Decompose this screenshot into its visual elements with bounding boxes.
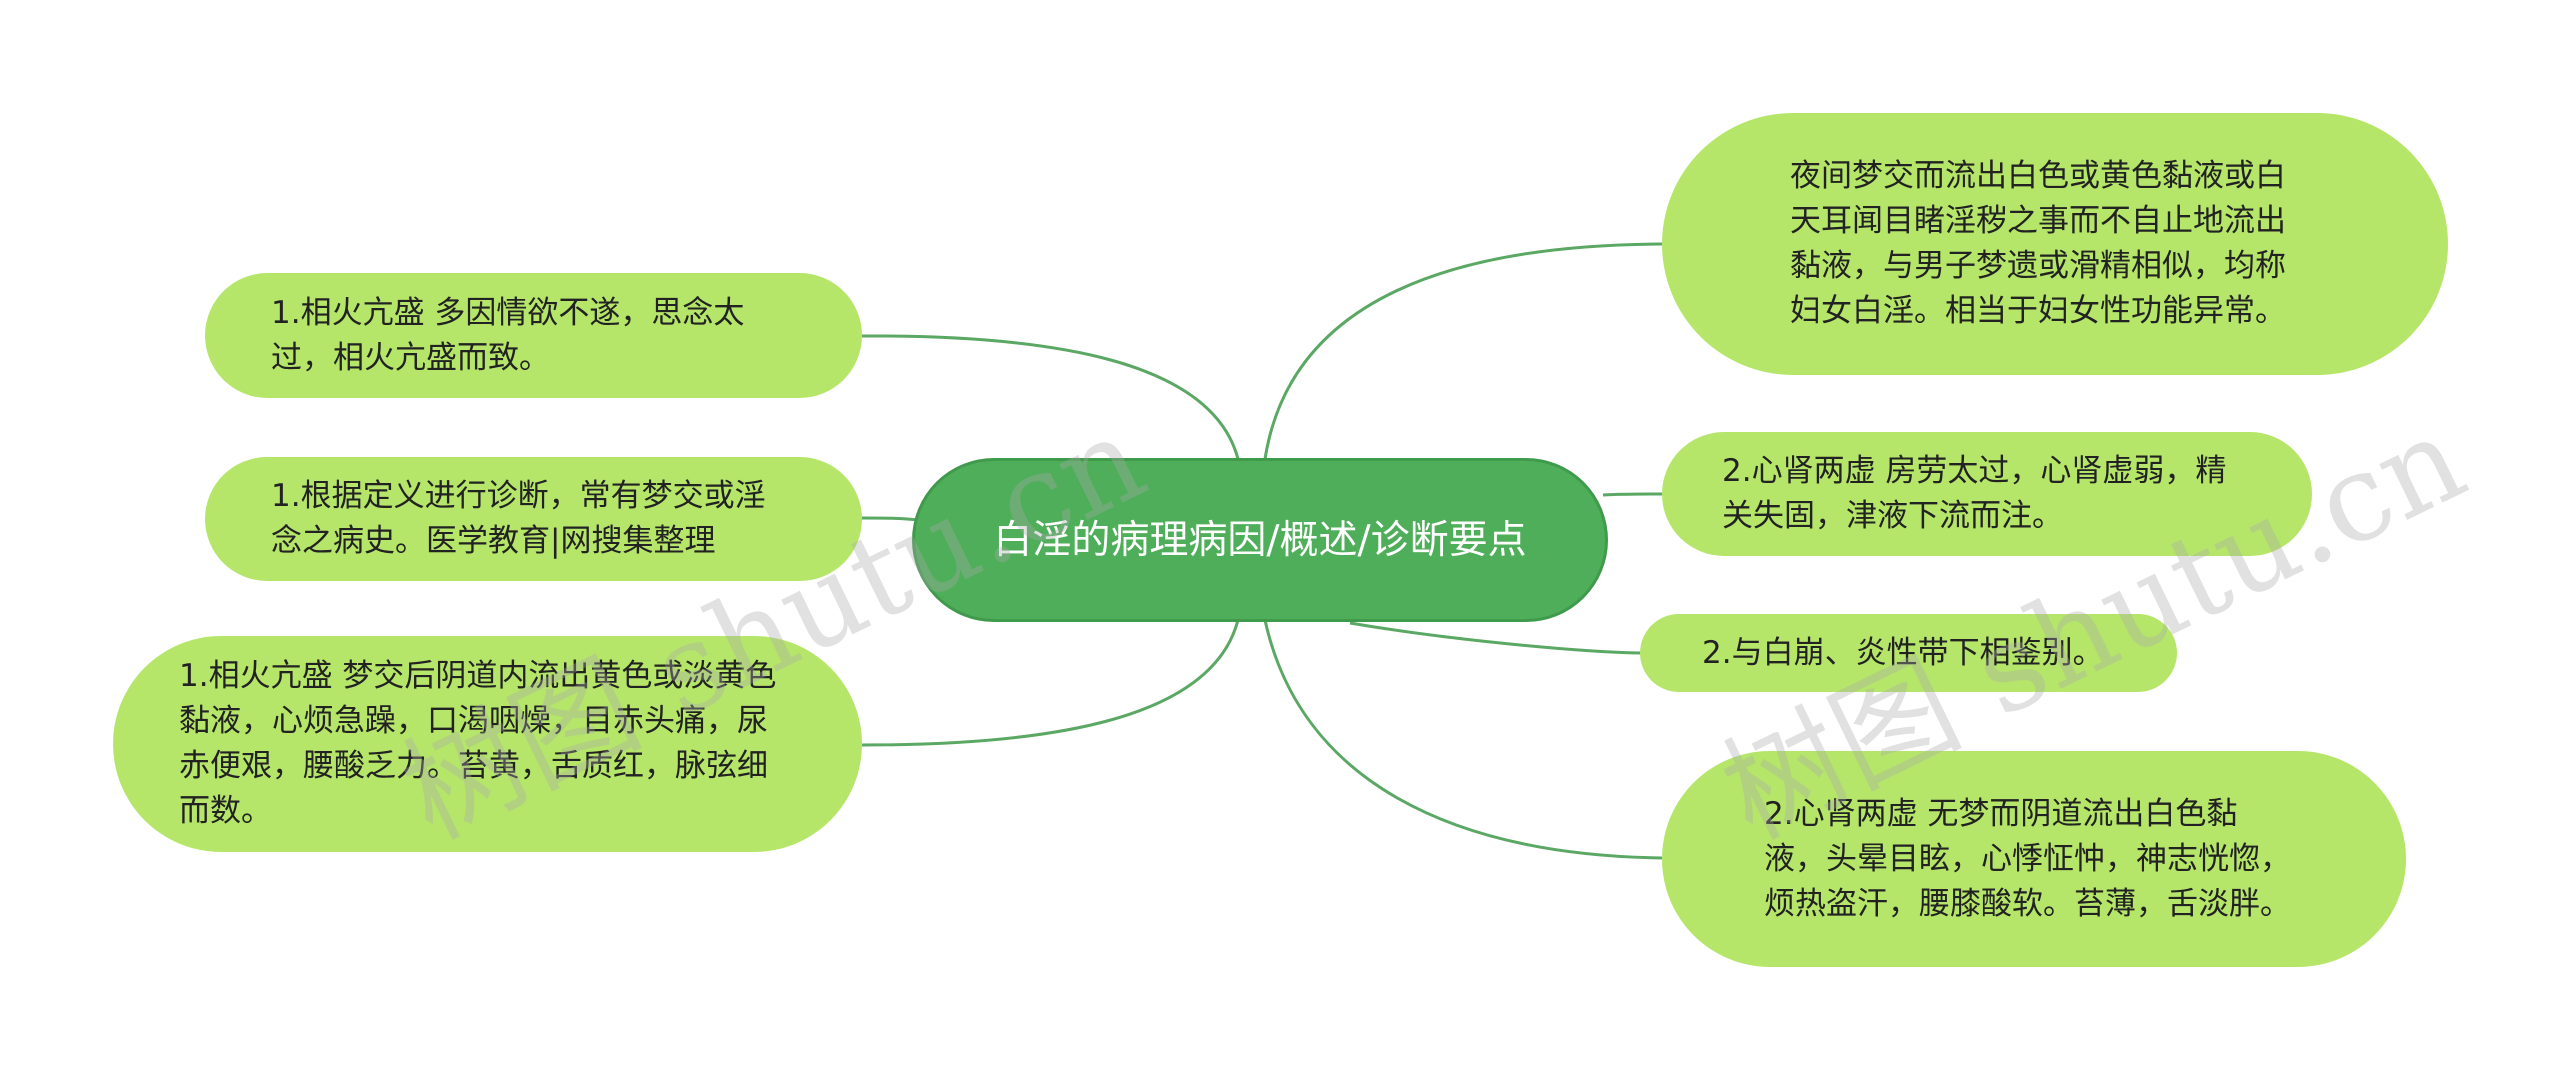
center-topic-label: 白淫的病理病因/概述/诊断要点: [993, 517, 1527, 563]
left-node-2-text: 1.根据定义进行诊断，常有梦交或淫念之病史。医学教育|网搜集整理: [271, 478, 766, 559]
connector-right-1: [1263, 242, 1663, 460]
left-node-1-text: 1.相火亢盛 多因情欲不遂，思念太过，相火亢盛而致。: [271, 294, 745, 376]
connector-right-2: [1602, 492, 1663, 497]
right-node-3-text: 2.与白崩、炎性带下相鉴别。: [1702, 634, 2104, 671]
connector-right-4: [1263, 619, 1663, 860]
connector-left-2: [861, 516, 919, 522]
right-node-4-text: 2.心肾两虚 无梦而阴道流出白色黏液，头晕目眩，心悸怔忡，神志恍惚，烦热盗汗，腰…: [1764, 795, 2291, 922]
left-node-2[interactable]: 1.根据定义进行诊断，常有梦交或淫念之病史。医学教育|网搜集整理: [205, 457, 862, 581]
connector-right-3: [1349, 621, 1641, 655]
right-node-1[interactable]: 夜间梦交而流出白色或黄色黏液或白天耳闻目睹淫秽之事而不自止地流出黏液，与男子梦遗…: [1662, 113, 2448, 375]
right-node-3[interactable]: 2.与白崩、炎性带下相鉴别。: [1640, 614, 2177, 692]
right-node-4[interactable]: 2.心肾两虚 无梦而阴道流出白色黏液，头晕目眩，心悸怔忡，神志恍惚，烦热盗汗，腰…: [1662, 751, 2406, 967]
left-node-1[interactable]: 1.相火亢盛 多因情欲不遂，思念太过，相火亢盛而致。: [205, 273, 862, 398]
right-node-2[interactable]: 2.心肾两虚 房劳太过，心肾虚弱，精关失固，津液下流而注。: [1662, 432, 2312, 556]
connector-left-3: [861, 619, 1240, 747]
right-node-1-text: 夜间梦交而流出白色或黄色黏液或白天耳闻目睹淫秽之事而不自止地流出黏液，与男子梦遗…: [1790, 158, 2286, 329]
connector-left-1: [861, 334, 1240, 460]
left-node-3[interactable]: 1.相火亢盛 梦交后阴道内流出黄色或淡黄色黏液，心烦急躁，口渴咽燥，目赤头痛，尿…: [113, 636, 862, 852]
right-node-2-text: 2.心肾两虚 房劳太过，心肾虚弱，精关失固，津液下流而注。: [1722, 453, 2227, 534]
left-node-3-text: 1.相火亢盛 梦交后阴道内流出黄色或淡黄色黏液，心烦急躁，口渴咽燥，目赤头痛，尿…: [179, 658, 777, 829]
center-topic[interactable]: 白淫的病理病因/概述/诊断要点: [912, 458, 1608, 622]
